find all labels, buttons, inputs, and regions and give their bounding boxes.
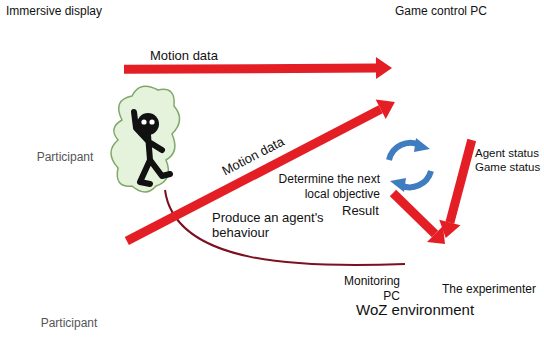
agent-body (134, 112, 170, 184)
monitor (400, 26, 478, 92)
immersive-display: Participant (10, 168, 128, 342)
node-label: WoZ environment (356, 302, 474, 317)
cycle-arrows (389, 138, 431, 192)
game-control-pc: Game control PC (392, 4, 537, 140)
node-label: Game control PC (395, 4, 487, 19)
node-label: Immersive display (6, 4, 102, 19)
node-label: Monitoring PC (340, 274, 400, 304)
monitor-base (420, 103, 458, 107)
arrow-shaft (450, 140, 472, 223)
arrow-shaft (127, 109, 381, 241)
node-text: Participant (6, 150, 124, 165)
laptop-base (404, 272, 462, 282)
participant-body (46, 55, 80, 142)
cycle-head (414, 138, 430, 152)
cylinder-top (12, 170, 126, 190)
immersive-display-shape (10, 168, 128, 342)
keyboard (392, 112, 498, 134)
experimenter-head (466, 216, 498, 248)
woz-outline (314, 192, 538, 338)
node-label: Participant (10, 316, 128, 331)
monitor-stand (432, 94, 446, 104)
game-control-pc-shape (392, 4, 537, 140)
thought-cloud (111, 86, 180, 192)
cycle-note: Determine the next local objective (258, 172, 380, 202)
agent-eye (149, 119, 154, 124)
participant-head (56, 37, 74, 55)
edge-label: Motion data (219, 134, 286, 179)
participant-head (60, 201, 78, 219)
participant-body (50, 219, 84, 306)
keyboard-rows (396, 119, 494, 126)
agent-eye (141, 119, 146, 124)
result-head (427, 226, 445, 244)
result-arrow (393, 193, 445, 244)
agent-figure (111, 86, 180, 192)
result-shaft (393, 193, 435, 234)
immersive-display: Immersive displayParticipant (6, 4, 124, 176)
curve-label: Produce an agent's behaviour (212, 210, 324, 240)
laptop-screen (413, 240, 453, 270)
edge-label: Motion data (150, 48, 218, 63)
cycle-head (390, 178, 406, 192)
data-arrow (127, 100, 395, 242)
arrow-shaft (124, 68, 376, 69)
arrow-label: Result (342, 203, 379, 218)
tower-bays (494, 34, 526, 50)
data-arrow (439, 140, 472, 238)
node-label: The experimenter (442, 282, 536, 297)
arrow-head (376, 57, 392, 79)
edge-label: Agent status Game status (475, 146, 541, 174)
pc-tower (489, 22, 531, 118)
